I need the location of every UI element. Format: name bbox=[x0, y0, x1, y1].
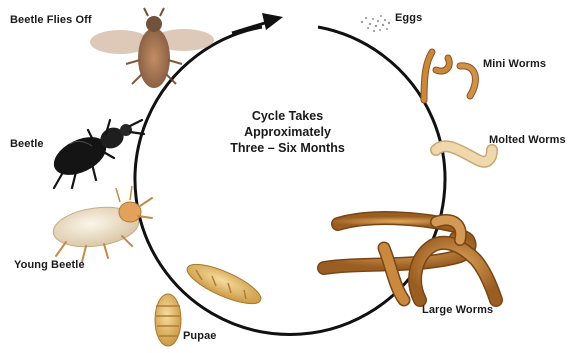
label-eggs: Eggs bbox=[395, 12, 422, 24]
cycle-arrowhead bbox=[262, 13, 283, 30]
label-young-beetle: Young Beetle bbox=[14, 259, 85, 271]
mini-worms-image bbox=[424, 52, 475, 100]
beetle-image bbox=[48, 120, 144, 188]
label-beetle-flies-off: Beetle Flies Off bbox=[10, 14, 92, 26]
flying-beetle-image bbox=[90, 8, 214, 88]
label-mini-worms: Mini Worms bbox=[483, 58, 546, 70]
cycle-duration-text: Cycle Takes Approximately Three – Six Mo… bbox=[205, 108, 370, 156]
label-pupae: Pupae bbox=[183, 330, 217, 342]
cycle-duration-line-3: Three – Six Months bbox=[205, 140, 370, 156]
label-large-worms: Large Worms bbox=[422, 304, 493, 316]
cycle-duration-line-1: Cycle Takes bbox=[205, 108, 370, 124]
label-beetle: Beetle bbox=[10, 138, 44, 150]
large-worms-image bbox=[324, 218, 496, 300]
cycle-arrow bbox=[232, 22, 268, 33]
cycle-duration-line-2: Approximately bbox=[205, 124, 370, 140]
eggs-image bbox=[361, 15, 390, 32]
label-molted-worms: Molted Worms bbox=[489, 134, 566, 146]
